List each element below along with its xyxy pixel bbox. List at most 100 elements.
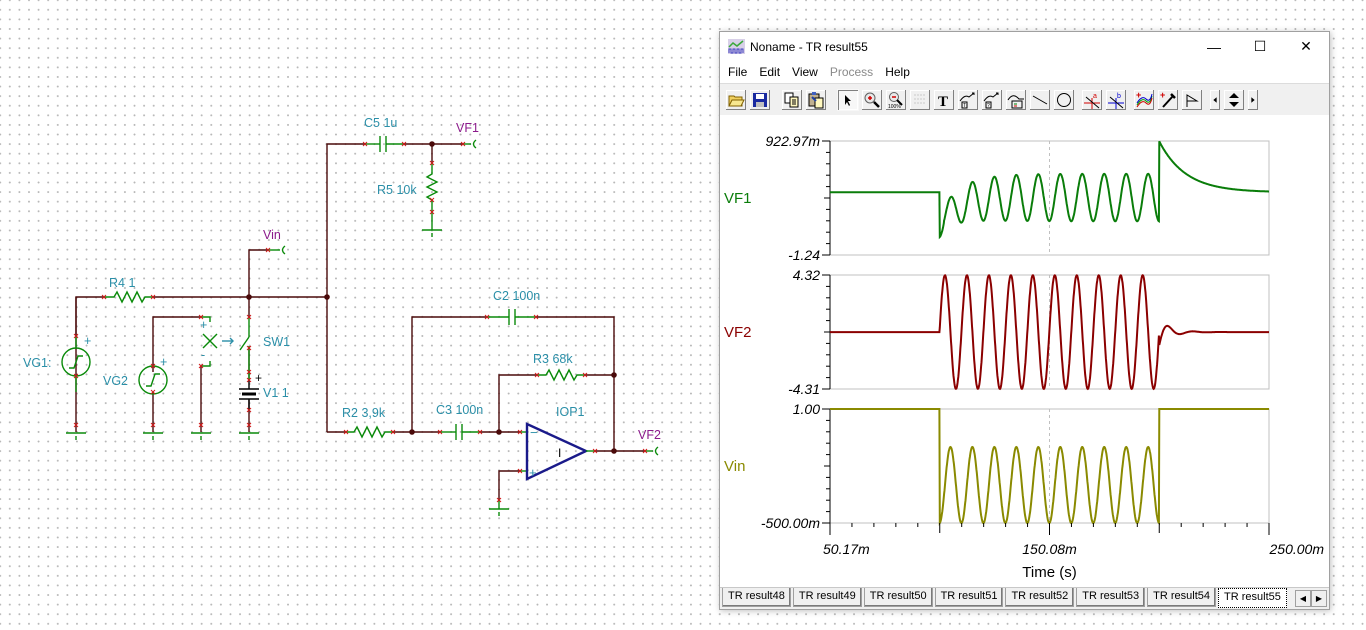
trace-label-vin: Vin bbox=[724, 458, 745, 475]
y-tick-label-top: 4.32 bbox=[793, 267, 820, 283]
trace-label-vf2: VF2 bbox=[724, 324, 752, 341]
resistor-r2[interactable]: R2 3,9k bbox=[342, 406, 393, 439]
add-curve-button[interactable]: + bbox=[1133, 88, 1155, 111]
zoom-in-icon bbox=[864, 92, 880, 108]
minimize-button[interactable]: — bbox=[1191, 32, 1237, 61]
trace-label-vf1: VF1 bbox=[724, 190, 752, 207]
close-button[interactable]: ✕ bbox=[1283, 32, 1329, 61]
paste-icon bbox=[808, 91, 824, 108]
copy-button[interactable] bbox=[781, 88, 803, 111]
net-label-vin[interactable]: Vin bbox=[263, 228, 286, 255]
tab-tr-result50[interactable]: TR result50 bbox=[863, 588, 933, 607]
tab-tr-result53[interactable]: TR result53 bbox=[1076, 588, 1146, 607]
ground-icon bbox=[143, 432, 163, 440]
title-bar[interactable]: Noname - TR result55 — ☐ ✕ bbox=[720, 32, 1329, 61]
menu-view[interactable]: View bbox=[792, 65, 818, 79]
curve-query-button[interactable]: ? bbox=[981, 88, 1003, 111]
pin-marker bbox=[429, 197, 435, 203]
battery-v1[interactable]: + V1 1 bbox=[239, 371, 289, 410]
y-tick-label-bottom: -1.24 bbox=[788, 247, 820, 263]
zoom-100-button[interactable]: 100% bbox=[885, 88, 907, 111]
svg-text:?: ? bbox=[987, 103, 990, 109]
paste-button[interactable] bbox=[805, 88, 827, 111]
c3-label: C3 100n bbox=[436, 403, 483, 417]
tab-tr-result52[interactable]: TR result52 bbox=[1005, 588, 1075, 607]
scroll-right-button[interactable] bbox=[1247, 88, 1259, 111]
menu-file[interactable]: File bbox=[728, 65, 748, 79]
circle-button[interactable] bbox=[1053, 88, 1075, 111]
menu-help[interactable]: Help bbox=[885, 65, 910, 79]
opamp-marker: I bbox=[558, 446, 561, 460]
add-curve-icon: + bbox=[1136, 91, 1153, 107]
tab-tr-result48[interactable]: TR result48 bbox=[722, 588, 791, 607]
vg2-plus: + bbox=[160, 355, 167, 369]
curve-table-icon bbox=[1007, 94, 1024, 108]
waveform-plot[interactable]: 922.97m-1.24VF14.32-4.31VF21.00-500.00mV… bbox=[720, 115, 1329, 585]
tab-tr-result54[interactable]: TR result54 bbox=[1147, 588, 1217, 607]
zoom-in-button[interactable] bbox=[861, 88, 883, 111]
svg-text:100%: 100% bbox=[888, 104, 901, 109]
tab-tr-result49[interactable]: TR result49 bbox=[792, 588, 862, 607]
resistor-r4[interactable]: R4 1 bbox=[104, 276, 153, 304]
voltage-generator-vg1[interactable]: + VG1: bbox=[23, 297, 91, 392]
pin-marker bbox=[534, 372, 540, 378]
ground-icon bbox=[191, 432, 211, 440]
line-button[interactable] bbox=[1029, 88, 1051, 111]
tab-tr-result55[interactable]: TR result55 bbox=[1218, 588, 1287, 608]
curve-label-button[interactable]: T bbox=[957, 88, 979, 111]
window-title: Noname - TR result55 bbox=[750, 39, 868, 54]
marker-button[interactable] bbox=[1181, 88, 1203, 111]
pin-marker bbox=[246, 369, 252, 375]
resistor-r3[interactable]: R3 68k bbox=[533, 352, 585, 382]
scroll-left-button[interactable] bbox=[1209, 88, 1221, 111]
pin-marker bbox=[101, 294, 107, 300]
pointer-button[interactable] bbox=[837, 88, 859, 111]
menu-process[interactable]: Process bbox=[829, 65, 874, 79]
ground-icon bbox=[239, 432, 259, 440]
pin-marker bbox=[362, 141, 368, 147]
tab-tr-result51[interactable]: TR result51 bbox=[934, 588, 1004, 607]
menu-edit[interactable]: Edit bbox=[759, 65, 781, 79]
capacitor-c3[interactable]: C3 100n bbox=[436, 403, 483, 440]
text-button[interactable]: T bbox=[933, 88, 955, 111]
switch-sw1[interactable]: + - SW1 bbox=[200, 316, 290, 380]
net-label-vf1[interactable]: VF1 bbox=[456, 121, 479, 149]
add-probe-icon: + bbox=[1160, 91, 1176, 108]
capacitor-c2[interactable]: C2 100n bbox=[487, 289, 540, 325]
tabs-scroll-right[interactable]: ▶ bbox=[1311, 590, 1327, 607]
grid-button[interactable] bbox=[909, 88, 931, 111]
voltage-generator-vg2[interactable]: + VG2 bbox=[103, 355, 168, 395]
scroll-up-down-button[interactable] bbox=[1223, 88, 1245, 111]
ground-icon bbox=[66, 432, 86, 440]
zoom-100-icon: 100% bbox=[888, 91, 903, 109]
add-probe-button[interactable]: + bbox=[1157, 88, 1179, 111]
cursor-a-button[interactable]: a bbox=[1081, 88, 1103, 111]
sw1-label: SW1 bbox=[263, 335, 290, 349]
analysis-window: Noname - TR result55 — ☐ ✕ File Edit Vie… bbox=[719, 31, 1330, 610]
trace-vf2 bbox=[830, 274, 1269, 391]
c5-label: C5 1u bbox=[364, 116, 397, 130]
r3-label: R3 68k bbox=[533, 352, 573, 366]
open-button[interactable] bbox=[725, 88, 747, 111]
pin-marker bbox=[437, 429, 443, 435]
ground-icon bbox=[422, 229, 442, 237]
opamp-iop1[interactable]: − + I IOP1 bbox=[520, 405, 595, 481]
tabs-scroll-left[interactable]: ◀ bbox=[1295, 590, 1311, 607]
capacitor-c5[interactable]: C5 1u bbox=[364, 116, 404, 152]
pin-marker bbox=[343, 429, 349, 435]
curve-query-icon: ? bbox=[983, 92, 999, 109]
resistor-r5[interactable]: R5 10k bbox=[377, 163, 439, 215]
cursor-a-icon: a bbox=[1084, 93, 1100, 109]
maximize-button[interactable]: ☐ bbox=[1237, 32, 1283, 61]
pin-marker bbox=[642, 448, 648, 454]
iop1-label: IOP1 bbox=[556, 405, 585, 419]
schematic-canvas[interactable]: R4 1 + VG1: + VG2 + - SW1 bbox=[0, 0, 710, 630]
cursor-b-button[interactable]: b bbox=[1105, 88, 1127, 111]
scroll-left-icon: ◀ bbox=[1299, 594, 1307, 603]
curve-table-button[interactable] bbox=[1005, 88, 1027, 111]
x-tick-label: 50.17m bbox=[823, 541, 870, 557]
net-label-vf2[interactable]: VF2 bbox=[638, 428, 661, 456]
save-button[interactable] bbox=[749, 88, 771, 111]
pin-marker bbox=[150, 294, 156, 300]
